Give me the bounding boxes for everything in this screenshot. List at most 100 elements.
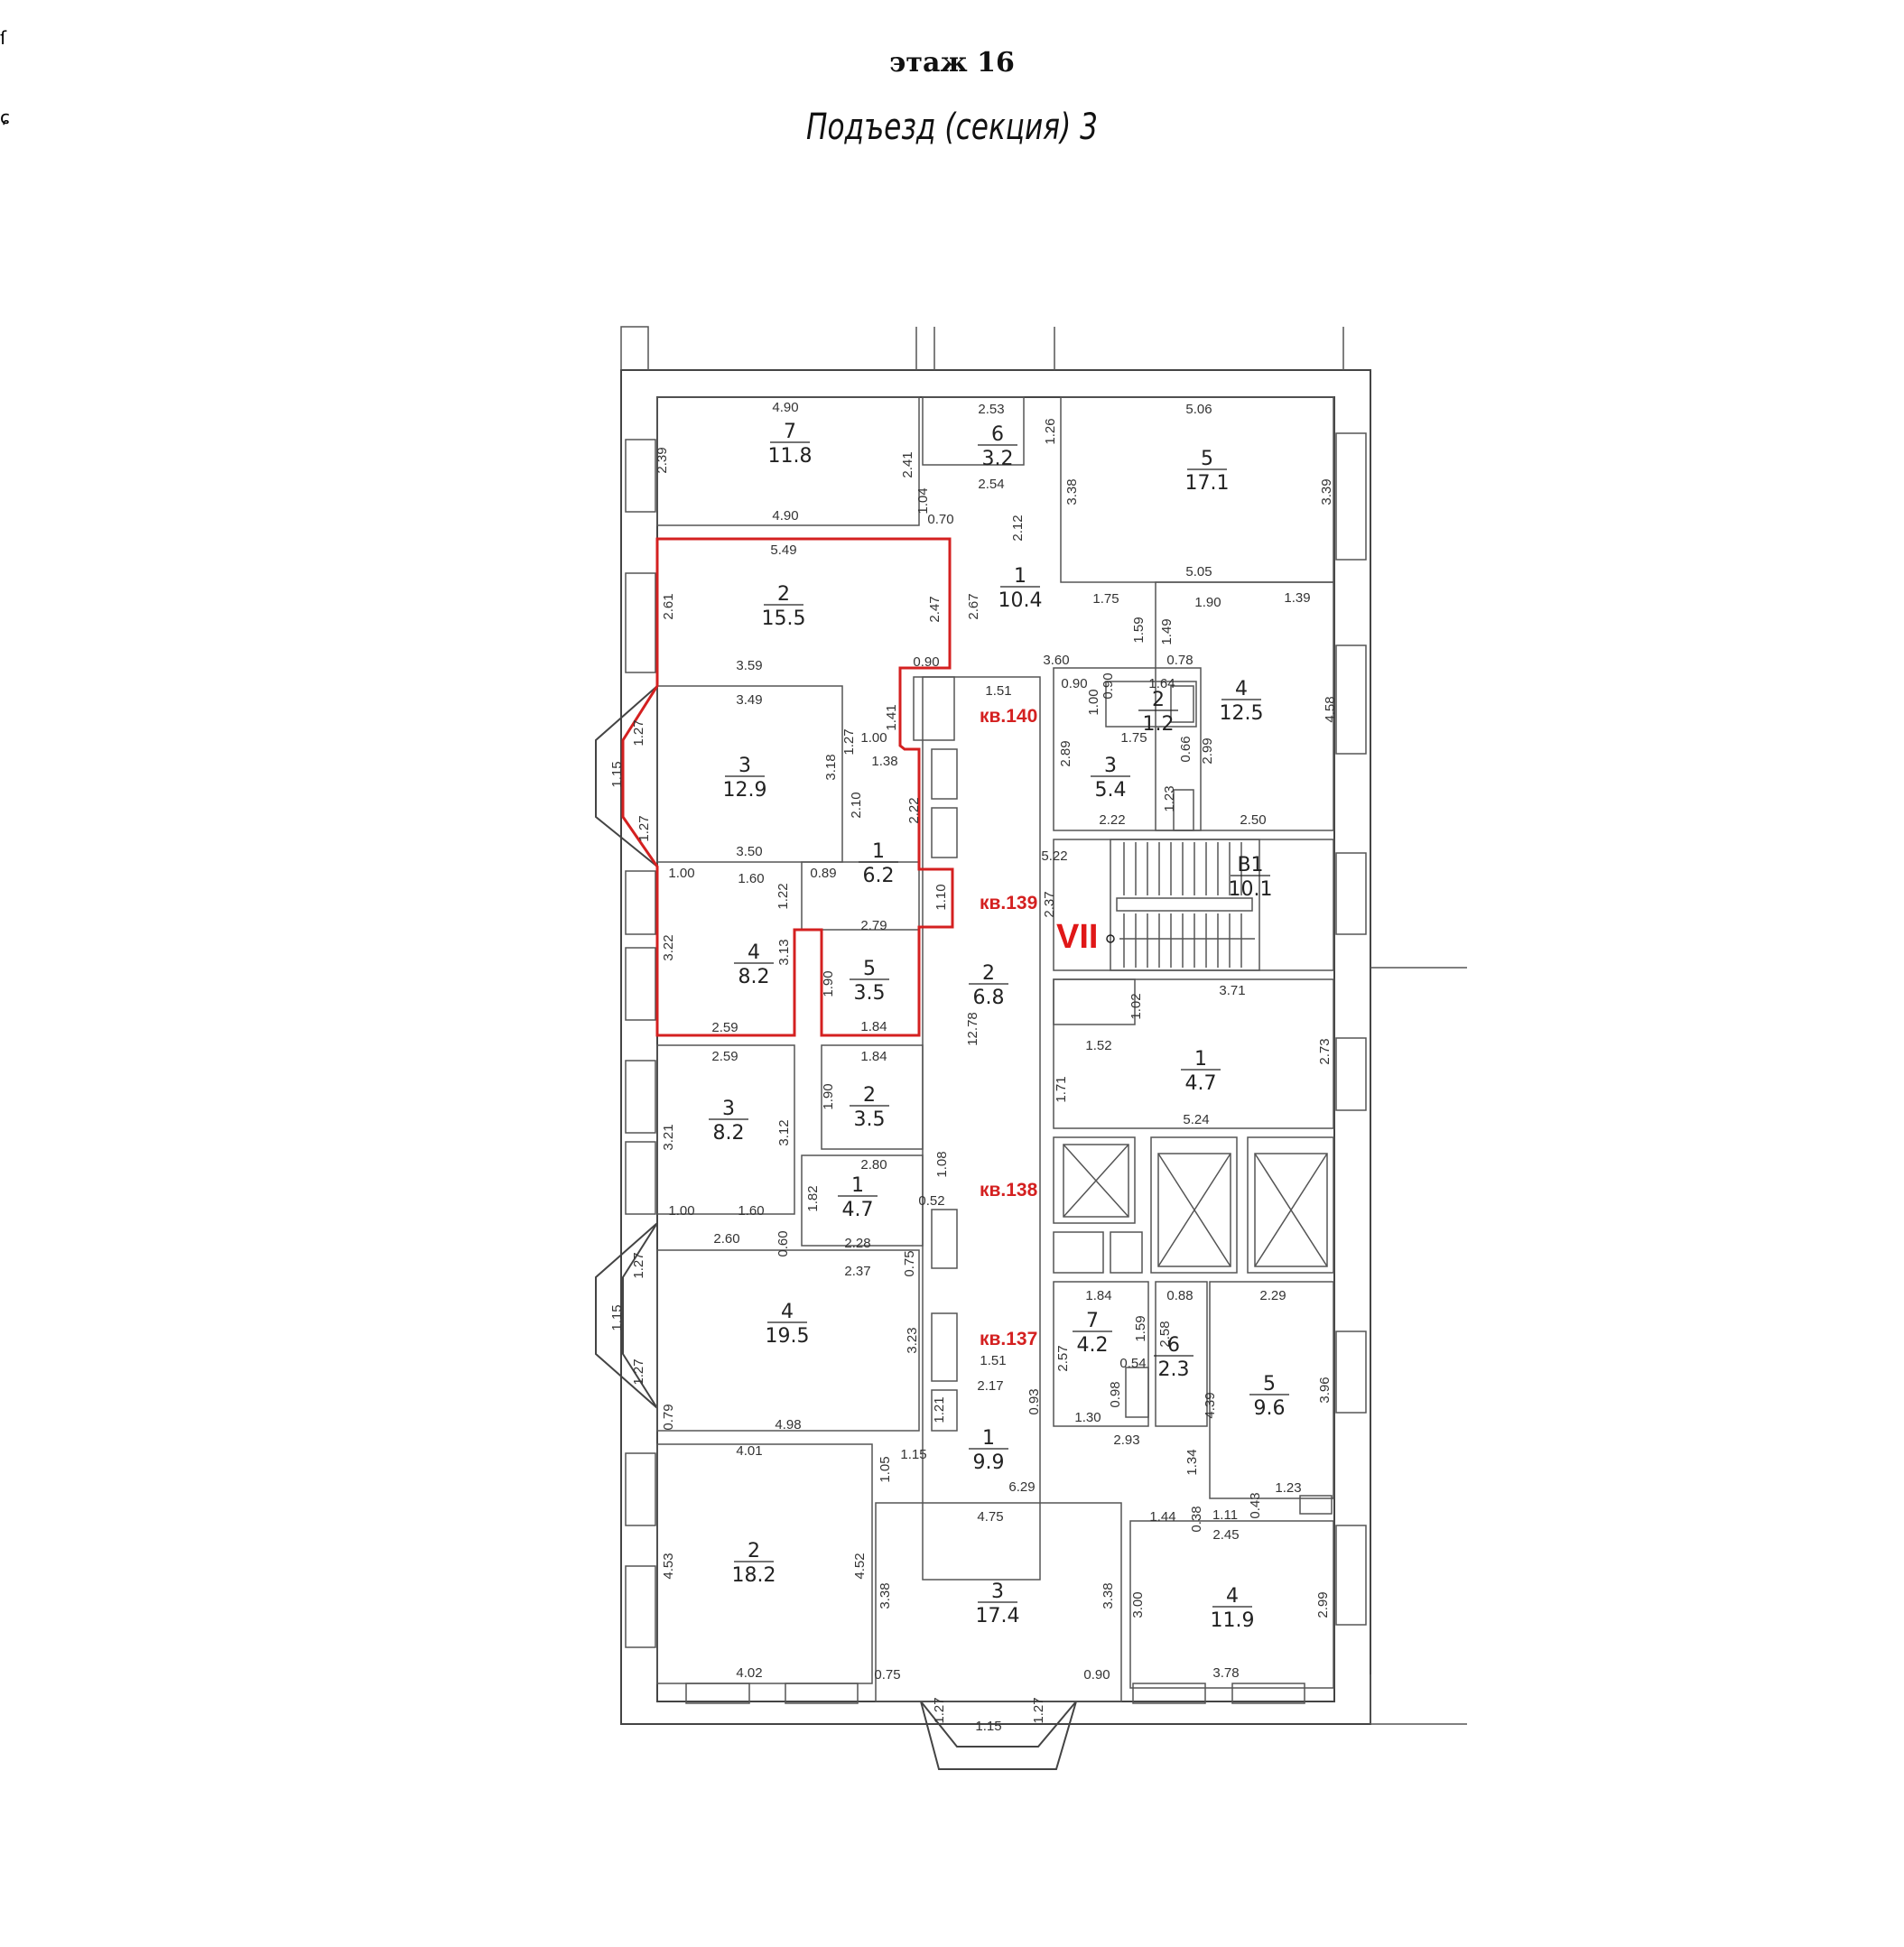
dimension-label: 1.11 bbox=[1212, 1507, 1238, 1523]
dimension-label: 3.00 bbox=[1130, 1591, 1146, 1618]
dimension-label: 1.75 bbox=[1092, 591, 1119, 607]
dimension-label: 5.24 bbox=[1183, 1112, 1209, 1127]
dimension-label: 1.27 bbox=[1031, 1697, 1046, 1723]
dimension-label: 1.64 bbox=[1148, 676, 1175, 691]
dimension-label: 4.90 bbox=[772, 508, 798, 524]
room-number: 4 bbox=[1226, 1585, 1239, 1608]
dimension-label: 1.00 bbox=[1086, 689, 1101, 715]
room-area: 10.1 bbox=[1229, 878, 1273, 901]
dimension-label: 2.22 bbox=[906, 797, 922, 823]
dimension-label: 0.90 bbox=[1101, 672, 1116, 699]
dimension-label: 1.15 bbox=[900, 1447, 926, 1462]
room-number: 2 bbox=[777, 583, 790, 606]
dimension-label: 2.50 bbox=[1240, 812, 1266, 828]
room-number: 1 bbox=[1014, 565, 1026, 588]
room-area: 6.2 bbox=[863, 865, 895, 887]
dimension-label: 2.73 bbox=[1317, 1038, 1333, 1064]
dimension-label: 3.21 bbox=[661, 1124, 676, 1150]
dimension-label: 2.99 bbox=[1315, 1591, 1331, 1618]
dimension-label: 1.84 bbox=[860, 1049, 887, 1064]
dimension-label: 4.53 bbox=[661, 1553, 676, 1579]
dimension-label: 3.23 bbox=[905, 1327, 920, 1353]
dimension-label: 2.58 bbox=[1157, 1321, 1173, 1347]
room-number: 1 bbox=[982, 1427, 995, 1450]
dimension-label: 0.90 bbox=[913, 654, 939, 670]
dimension-label: 1.10 bbox=[933, 884, 949, 910]
elevator-shafts bbox=[1063, 1144, 1328, 1267]
dimension-label: 2.41 bbox=[900, 451, 915, 477]
dimension-label: 0.88 bbox=[1166, 1288, 1193, 1303]
dimension-label: 0.78 bbox=[1166, 653, 1193, 668]
dimension-label: 2.37 bbox=[1042, 891, 1057, 917]
dimension-label: 0.75 bbox=[902, 1250, 917, 1276]
dimension-label: 1.00 bbox=[860, 730, 887, 746]
dimension-label: 4.39 bbox=[1203, 1392, 1218, 1418]
dimension-label: 3.96 bbox=[1317, 1377, 1333, 1403]
dimension-label: 0.54 bbox=[1119, 1356, 1146, 1371]
dimension-label: 1.90 bbox=[821, 1083, 836, 1109]
dimension-label: 2.61 bbox=[661, 593, 676, 619]
staircase bbox=[1110, 839, 1260, 971]
dimension-label: 3.49 bbox=[736, 692, 762, 708]
dimension-label: 4.02 bbox=[736, 1665, 762, 1681]
dimension-label: 2.89 bbox=[1058, 740, 1073, 766]
dimension-label: 1.23 bbox=[1162, 785, 1177, 811]
dimension-label: 2.93 bbox=[1113, 1432, 1139, 1448]
room-number: 2 bbox=[863, 1084, 876, 1107]
dimension-label: 1.27 bbox=[841, 728, 857, 755]
room-area: 10.4 bbox=[998, 589, 1043, 612]
dimension-label: 4.90 bbox=[772, 400, 798, 415]
room-area: 9.6 bbox=[1254, 1397, 1286, 1420]
dimension-label: 4.98 bbox=[775, 1417, 801, 1432]
dimension-label: 1.51 bbox=[985, 683, 1011, 699]
stair-marker bbox=[1106, 934, 1115, 943]
dimension-label: 1.51 bbox=[980, 1353, 1006, 1368]
dimension-label: 1.71 bbox=[1054, 1076, 1069, 1102]
dimension-label: 0.90 bbox=[1083, 1667, 1110, 1683]
dimension-label: 2.29 bbox=[1259, 1288, 1286, 1303]
room-number: 5 bbox=[863, 958, 876, 980]
dimension-label: 0.70 bbox=[927, 512, 953, 527]
dimension-label: 1.00 bbox=[668, 866, 694, 881]
dimension-label: 1.52 bbox=[1085, 1038, 1111, 1053]
dimension-label: 0.60 bbox=[776, 1230, 791, 1256]
dimension-label: 1.90 bbox=[821, 970, 836, 997]
dimension-label: 1.30 bbox=[1074, 1410, 1101, 1425]
dimension-label: 1.60 bbox=[738, 1203, 764, 1219]
dimension-label: 3.78 bbox=[1212, 1665, 1239, 1681]
room-number: 7 bbox=[1086, 1310, 1099, 1332]
dimension-label: 1.21 bbox=[932, 1396, 947, 1423]
dimension-label: 1.26 bbox=[1043, 418, 1058, 444]
room-area: 4.7 bbox=[842, 1199, 874, 1221]
floor-title: этаж 16 bbox=[889, 47, 1015, 79]
room-area: 9.9 bbox=[973, 1451, 1005, 1474]
room-area: 17.4 bbox=[976, 1605, 1020, 1627]
dimension-label: 3.13 bbox=[776, 939, 792, 965]
dimension-label: 2.53 bbox=[978, 402, 1004, 417]
dimension-label: 0.98 bbox=[1108, 1381, 1123, 1407]
room-area: 2.3 bbox=[1158, 1358, 1190, 1381]
dimension-label: 1.00 bbox=[668, 1203, 694, 1219]
dimension-label: 0.89 bbox=[810, 866, 836, 881]
dimension-label: 1.27 bbox=[631, 1358, 646, 1385]
room-number: 4 bbox=[748, 941, 760, 964]
dimension-label: 1.04 bbox=[915, 487, 931, 514]
room-area: 18.2 bbox=[732, 1564, 776, 1587]
room-number: 1 bbox=[851, 1174, 864, 1197]
dimension-label: 2.10 bbox=[849, 792, 864, 818]
dimension-label: 4.75 bbox=[977, 1509, 1003, 1525]
dimension-label: 1.02 bbox=[1128, 993, 1144, 1019]
dimension-label: 1.05 bbox=[878, 1456, 893, 1482]
dimension-label: 5.49 bbox=[770, 542, 796, 558]
dimension-label: 1.38 bbox=[871, 754, 897, 769]
dimension-label: 3.59 bbox=[736, 658, 762, 673]
dimension-label: 1.84 bbox=[1085, 1288, 1111, 1303]
dimension-label: 3.50 bbox=[736, 844, 762, 859]
dimension-label: 0.38 bbox=[1189, 1506, 1204, 1532]
dimension-label: 0.79 bbox=[661, 1404, 676, 1430]
corner-mark-top: ſ bbox=[0, 27, 7, 49]
dimension-label: 1.90 bbox=[1194, 595, 1221, 610]
dimension-label: 4.52 bbox=[852, 1553, 868, 1579]
